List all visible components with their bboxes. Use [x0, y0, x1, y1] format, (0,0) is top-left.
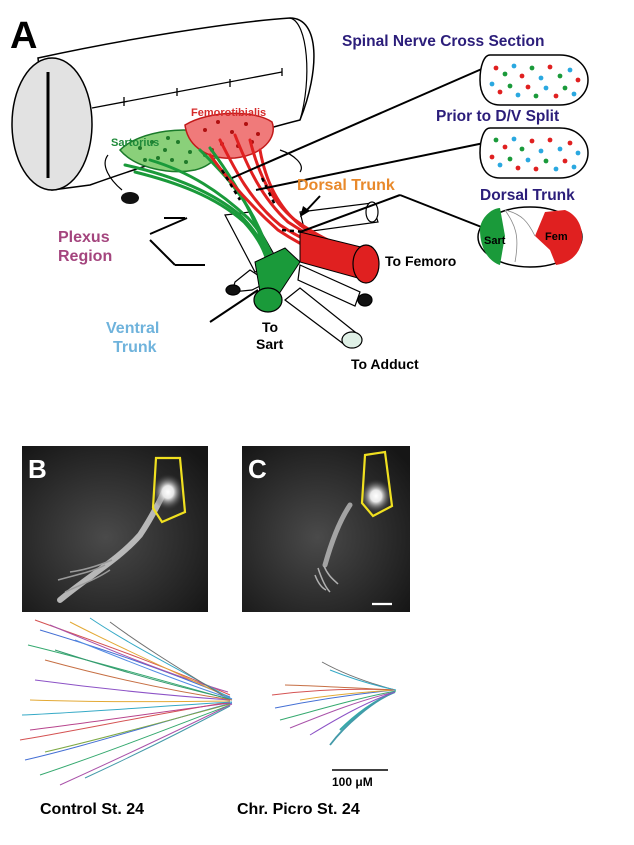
panel-a-letter: A [10, 15, 37, 57]
label-femorotibialis: Femorotibialis [191, 107, 266, 119]
sart-trunk [253, 247, 301, 313]
caption-control: Control St. 24 [40, 801, 144, 818]
caption-picro: Chr. Picro St. 24 [237, 801, 360, 818]
label-prior-to-dv-split: Prior to D/V Split [436, 108, 559, 125]
femoro-trunk [299, 231, 380, 284]
panel-a-labels: Spinal Nerve Cross Section Prior to D/V … [58, 33, 575, 372]
dorsal-arrow [300, 195, 321, 217]
cross-section-dorsal-trunk [477, 206, 583, 268]
spinal-cord [11, 17, 315, 191]
panel-b-letter: B [28, 454, 47, 484]
label-ventral-line1: Ventral [106, 320, 159, 337]
leader-lines [149, 67, 485, 323]
label-ventral-line2: Trunk [113, 339, 157, 356]
label-spinal-nerve-cross-section: Spinal Nerve Cross Section [342, 33, 544, 50]
label-to-adduct: To Adduct [351, 356, 419, 372]
panel-c-image: C [242, 446, 410, 612]
cross-section-spinal [479, 54, 589, 106]
label-fem-abbrev: Fem [545, 231, 568, 243]
label-sart-abbrev: Sart [484, 235, 506, 247]
label-sartorius: Sartorius [111, 137, 159, 149]
drg-roots [104, 149, 302, 204]
label-dorsal-trunk-orange: Dorsal Trunk [297, 177, 395, 194]
scale-bar-label: 100 μM [332, 775, 373, 789]
cross-section-prior-split [479, 127, 589, 179]
control-tracings [19, 617, 233, 786]
label-dorsal-trunk-right: Dorsal Trunk [480, 187, 575, 204]
label-to-sart-line2: Sart [256, 336, 284, 352]
label-to-sart-line1: To [262, 319, 278, 335]
label-plexus-line2: Region [58, 248, 112, 265]
picro-tracings [271, 661, 397, 746]
panel-c-letter: C [248, 454, 267, 484]
label-plexus-line1: Plexus [58, 229, 110, 246]
label-to-femoro: To Femoro [385, 253, 456, 269]
panel-b-image: B [22, 446, 208, 612]
scale-bar: 100 μM [332, 769, 388, 789]
